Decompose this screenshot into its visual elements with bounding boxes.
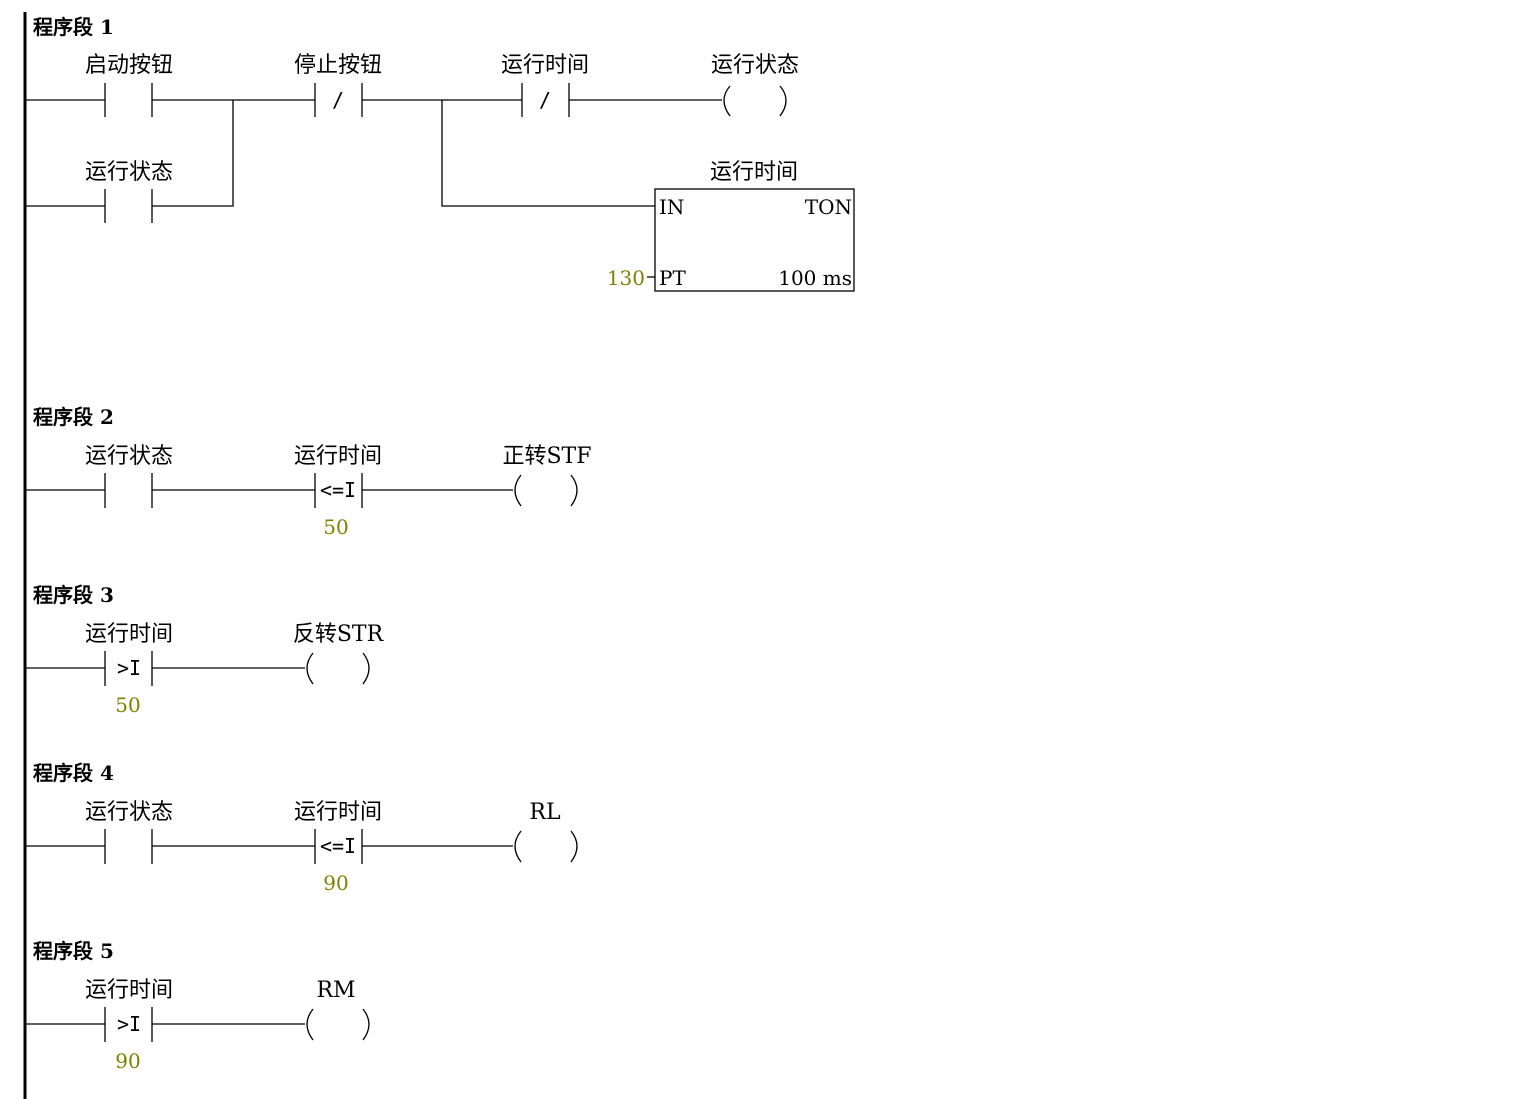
timer-pt-value: 130 (607, 266, 645, 290)
contact-run-state[interactable]: 运行状态 (85, 444, 173, 508)
contact-label: 启动按钮 (85, 53, 173, 78)
compare-contact[interactable]: 运行时间 <=I 90 (294, 800, 382, 895)
coil-label: RM (316, 978, 355, 1003)
compare-contact[interactable]: 运行时间 >I 50 (85, 622, 173, 717)
contact-label: 运行时间 (501, 53, 589, 78)
timer-pt-pin: PT (659, 266, 686, 290)
compare-value: 90 (115, 1049, 140, 1073)
network-title: 程序段 2 (33, 405, 114, 429)
compare-value: 50 (115, 693, 140, 717)
network-title: 程序段 3 (33, 583, 114, 607)
compare-operator: >I (117, 1012, 141, 1036)
compare-operator: >I (117, 656, 141, 680)
network-title: 程序段 5 (33, 939, 114, 963)
coil-rm[interactable]: RM (306, 978, 370, 1041)
contact-label: 运行状态 (85, 160, 173, 185)
contact-start-button[interactable]: 启动按钮 (85, 53, 173, 117)
network-title: 程序段 1 (33, 15, 114, 39)
timer-type: TON (805, 195, 852, 219)
coil-label: 正转STF (502, 444, 591, 469)
compare-label: 运行时间 (294, 444, 382, 469)
network-2: 程序段 2 运行状态 运行时间 <=I 50 正转STF (25, 405, 592, 539)
timer-base: 100 ms (778, 266, 852, 290)
network-1: 程序段 1 启动按钮 / 停止按钮 / 运行时间 (25, 15, 855, 292)
contact-stop-button-nc[interactable]: / 停止按钮 (294, 53, 382, 117)
network-title: 程序段 4 (33, 761, 114, 785)
timer-branch-wire (441, 100, 655, 207)
nc-symbol: / (539, 88, 551, 112)
timer-in-pin: IN (659, 195, 684, 219)
network-3: 程序段 3 运行时间 >I 50 反转STR (25, 583, 385, 717)
timer-name: 运行时间 (710, 160, 798, 185)
contact-run-state[interactable]: 运行状态 (85, 800, 173, 864)
coil-label: 反转STR (293, 622, 385, 647)
compare-value: 50 (323, 515, 348, 539)
compare-operator: <=I (320, 478, 356, 502)
compare-value: 90 (323, 871, 348, 895)
compare-label: 运行时间 (85, 978, 173, 1003)
coil-reverse-str[interactable]: 反转STR (293, 622, 385, 685)
compare-operator: <=I (320, 834, 356, 858)
coil-rl[interactable]: RL (514, 800, 578, 863)
nc-symbol: / (332, 88, 344, 112)
contact-label: 运行状态 (85, 800, 173, 825)
contact-label: 运行状态 (85, 444, 173, 469)
branch-wire (25, 100, 234, 207)
coil-run-state[interactable]: 运行状态 (711, 53, 799, 117)
compare-label: 运行时间 (85, 622, 173, 647)
network-5: 程序段 5 运行时间 >I 90 RM (25, 939, 370, 1073)
coil-label: RL (529, 800, 561, 825)
contact-run-state-seal[interactable]: 运行状态 (85, 160, 173, 223)
contact-run-time-nc[interactable]: / 运行时间 (501, 53, 589, 117)
contact-label: 停止按钮 (294, 53, 382, 78)
coil-forward-stf[interactable]: 正转STF (502, 444, 592, 507)
timer-ton-block[interactable]: 运行时间 IN TON PT 100 ms 130 (607, 160, 855, 292)
compare-contact[interactable]: 运行时间 <=I 50 (294, 444, 382, 539)
compare-label: 运行时间 (294, 800, 382, 825)
network-4: 程序段 4 运行状态 运行时间 <=I 90 RL (25, 761, 578, 895)
coil-label: 运行状态 (711, 53, 799, 78)
compare-contact[interactable]: 运行时间 >I 90 (85, 978, 173, 1073)
